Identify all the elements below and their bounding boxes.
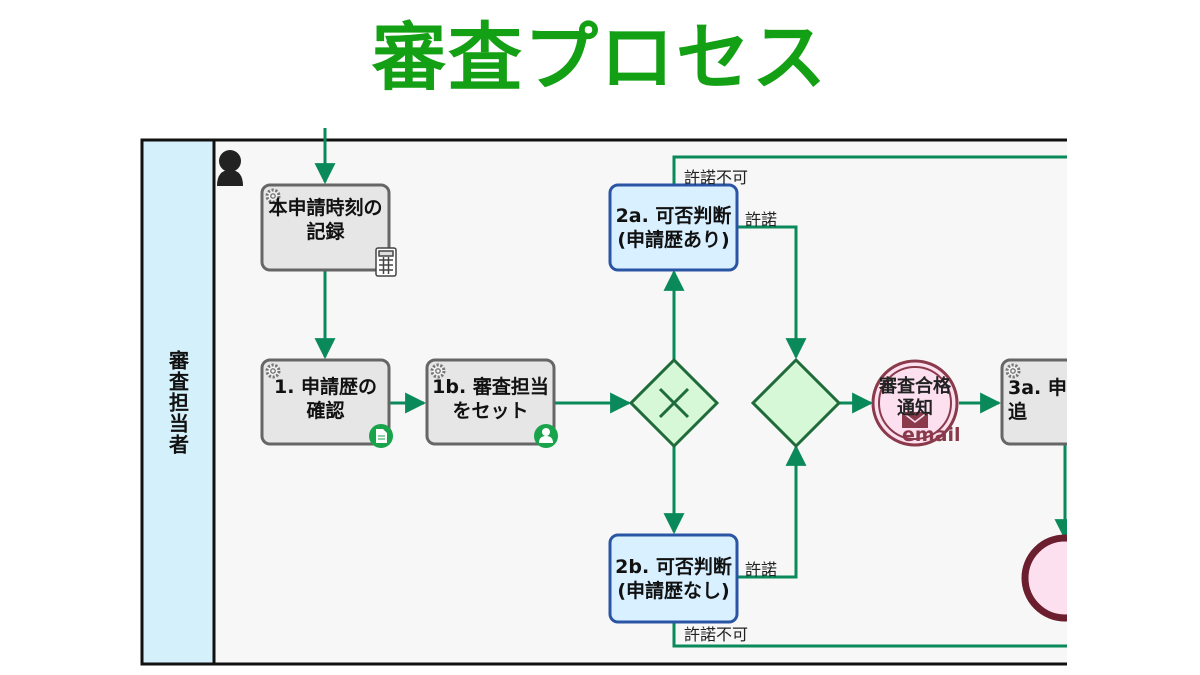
- flow-label-reject-top: 許諾不可: [684, 168, 749, 187]
- gear-icon: [1005, 363, 1021, 379]
- task-judge-with-history[interactable]: [608, 183, 739, 272]
- task-check-history-label: 1. 申請歴の 確認: [273, 376, 378, 422]
- page-title: 審査プロセス: [372, 15, 828, 101]
- sequence-flows: [314, 128, 1076, 648]
- flow-label-reject-bottom: 許諾不可: [684, 625, 749, 644]
- task-record-time[interactable]: [260, 183, 391, 272]
- approval-notice-type: email: [902, 424, 961, 446]
- calculator-icon: [375, 247, 397, 277]
- task-set-reviewer[interactable]: [425, 358, 556, 446]
- task-judge-with-history-label: 2a. 可否判断 (申請歴あり): [615, 204, 732, 251]
- canvas-edge-mask: [1067, 120, 1200, 675]
- task-check-history[interactable]: [260, 358, 391, 446]
- gear-icon: [265, 188, 281, 204]
- task-judge-no-history[interactable]: [608, 533, 739, 624]
- task-judge-no-history-label: 2b. 可否判断 (申請歴なし): [615, 555, 732, 602]
- lane-label: 審査担当者: [142, 140, 214, 664]
- x-gateway-icon: [658, 387, 690, 419]
- approval-notice-label: 審査合格 通知: [879, 376, 951, 419]
- flow-label-approve-2a: 許諾: [745, 210, 778, 229]
- merge-gateway[interactable]: [750, 357, 842, 449]
- task-set-reviewer-label: 1b. 審査担当 をセット: [432, 376, 549, 422]
- lane-label-text: 審査担当者: [165, 349, 190, 455]
- task-record-time-label: 本申請時刻の 記録: [268, 197, 383, 243]
- user-icon: [534, 424, 558, 448]
- flow-label-approve-2b: 許諾: [745, 560, 778, 579]
- envelope-icon: [901, 411, 929, 428]
- exclusive-gateway[interactable]: [628, 357, 720, 449]
- person-icon: [217, 150, 243, 186]
- approval-notice-event[interactable]: [871, 359, 959, 447]
- document-icon: [369, 424, 393, 448]
- gear-icon: [430, 363, 446, 379]
- task-3a-label: 3a. 申 追: [1008, 377, 1067, 423]
- lane-header: [140, 138, 216, 666]
- gear-icon: [265, 363, 281, 379]
